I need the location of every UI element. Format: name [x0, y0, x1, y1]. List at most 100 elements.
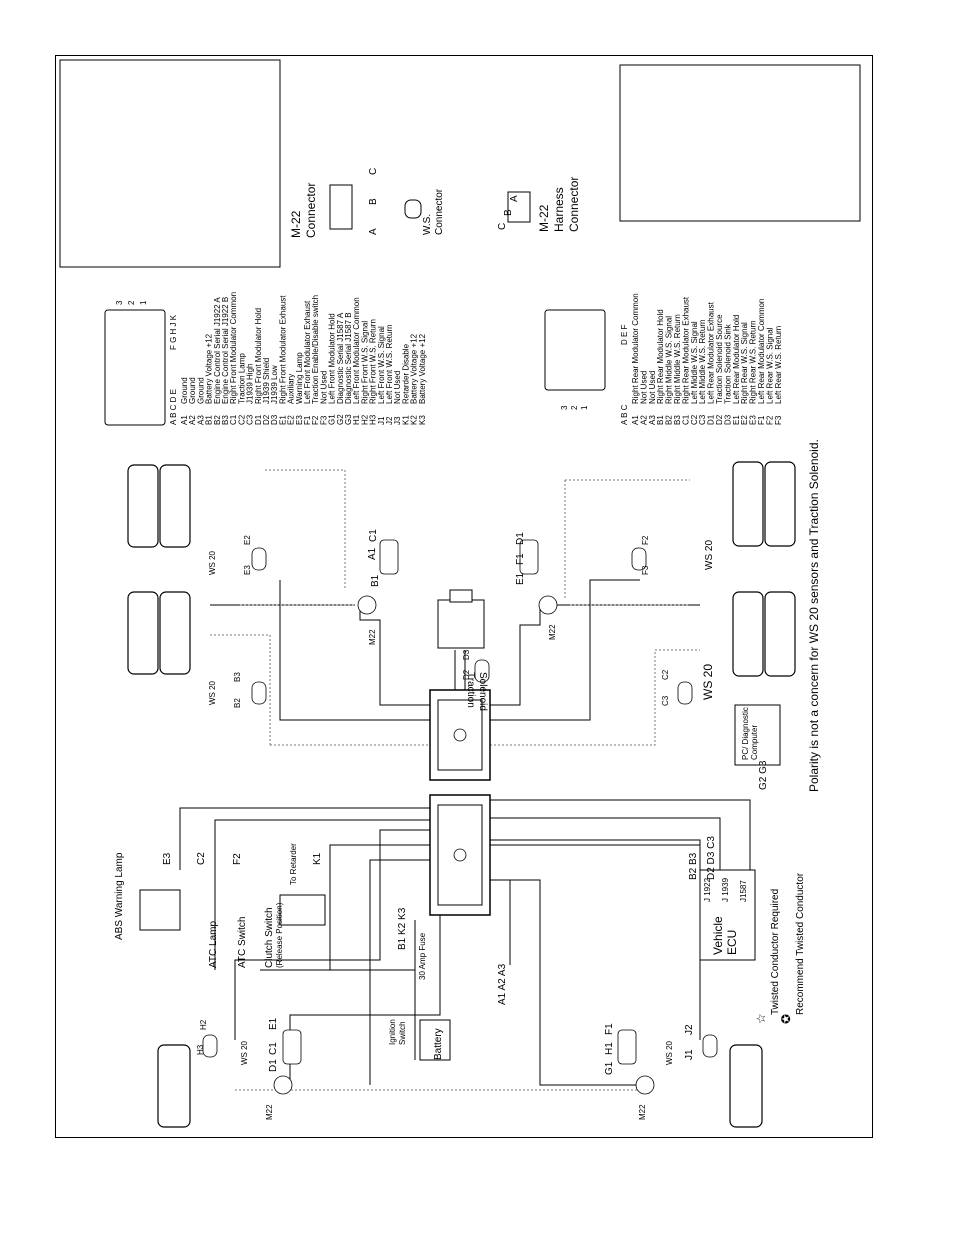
pin-description: Ground [188, 377, 197, 404]
tires [127, 461, 796, 1128]
legend-twisted-recommended: Recommend Twisted Conductor [795, 872, 806, 1015]
pin-description: Warning Lamp [295, 352, 304, 404]
ignition-label: Switch [398, 1021, 407, 1045]
atc-switch-label: ATC Switch [237, 917, 248, 969]
pin-id: B3 [673, 415, 682, 425]
pin-id: D3 [270, 414, 279, 425]
pin-id: E1 [278, 415, 287, 425]
mod-pin: F1 [604, 1023, 615, 1035]
pin-id: G3 [344, 414, 353, 425]
bus-pins: G2 G3 [758, 760, 769, 790]
retarder-label: To Retarder [289, 843, 298, 885]
pin-id: D1 [707, 414, 716, 425]
tire [764, 591, 796, 677]
pin-description: J1939 Low [270, 365, 279, 404]
m22-pin-letter: C [368, 168, 379, 175]
warning-lamp-label: ABS Warning Lamp [114, 852, 125, 940]
pin-id: C1 [229, 414, 238, 425]
pin-id: C3 [246, 414, 255, 425]
pin-description: Right Middle W.S. Return [673, 314, 682, 404]
blank-box-right [619, 64, 861, 222]
sensor-pin: J2 [684, 1024, 695, 1035]
pin-id: A3 [648, 415, 657, 425]
ws-connector-label: W.S. [422, 214, 433, 235]
battery [419, 1019, 451, 1061]
pin-id: E2 [740, 415, 749, 425]
main-connector-face [104, 309, 166, 426]
pin-description: Right Front Modulator Common [229, 292, 238, 404]
harness-pin-letter: B [503, 209, 514, 216]
ws20-label: WS 20 [704, 540, 715, 570]
diagnostic-computer [734, 704, 781, 766]
pin-id: A1 [180, 415, 189, 425]
tire [127, 591, 159, 675]
pin-id: A3 [196, 415, 205, 425]
pin-id: F1 [303, 415, 312, 425]
bus-label: J 1939 [721, 877, 730, 902]
pin-description: Ground [180, 377, 189, 404]
pin-description: Left Front Modulator Hold [328, 313, 337, 404]
pin-id: D3 [723, 414, 732, 425]
col-letters: A B C [620, 404, 629, 425]
sensor-pin: J1 [684, 1049, 695, 1060]
m22-label: M22 [368, 629, 377, 645]
sensor-pin: E3 [243, 565, 252, 575]
pin-id: H3 [369, 414, 378, 425]
pin-description: J1939 High [246, 364, 255, 404]
mod-pin: A1 [367, 547, 378, 560]
pin-description: Left Rear Modulator Exhaust [707, 301, 716, 404]
battery-label: Battery [433, 1028, 444, 1060]
ws-connector-face [404, 199, 422, 219]
pin-description: Left Middle W.S. Signal [690, 321, 699, 404]
pin-id: G1 [328, 414, 337, 425]
pin-description: Battery Voltage +12 [418, 333, 427, 404]
pin-id: C1 [681, 414, 690, 425]
sensor-pin: E2 [243, 535, 252, 545]
diag-label: Computer [750, 725, 759, 760]
sensor-pin: H3 [196, 1044, 205, 1055]
pin-id: A2 [188, 415, 197, 425]
mod-pin: C1 [368, 529, 379, 542]
pin-description: Auxiliary [287, 374, 296, 404]
fuse-label: 30 Amp Fuse [418, 932, 427, 980]
mod-pin: E1 [515, 572, 526, 585]
mod-pin: D1 [515, 532, 526, 545]
pin-description: Right Rear W.S. Signal [740, 322, 749, 404]
mod-pin: E1 [268, 1017, 279, 1030]
row-number: 3 [560, 405, 569, 410]
mod-pin: F1 [515, 553, 526, 565]
tire [729, 1044, 763, 1128]
pin-id: H2 [360, 414, 369, 425]
tire [127, 464, 159, 548]
bus-label: J1587 [739, 880, 748, 902]
mod-pin: D1 [268, 1059, 279, 1072]
diagram-frame [55, 55, 873, 1138]
solenoid-label: Solenoid [477, 672, 488, 711]
pin-description: Left Front Modulator Exhaust [303, 300, 312, 404]
pin-id: F2 [765, 415, 774, 425]
ws20-label: WS 20 [208, 550, 217, 575]
pin-description: Right Rear Modulator Exhaust [681, 296, 690, 404]
pin-id: E3 [295, 415, 304, 425]
pin-id: J2 [385, 416, 394, 425]
m22-pin-letter: A [368, 228, 379, 235]
pin-id: F3 [319, 415, 328, 425]
pin-id: B2 [213, 415, 222, 425]
pin-id: D2 [715, 414, 724, 425]
sensor-pin: B2 [233, 698, 242, 708]
pin-id: K2 [410, 415, 419, 425]
pin-id: C3 [698, 414, 707, 425]
pin-description: Left Front W.S. Return [385, 324, 394, 404]
pin-description: Right Rear W.S. Return [749, 320, 758, 404]
fuse-pins: B1 K2 K3 [397, 907, 408, 950]
pin-id: A2 [639, 415, 648, 425]
pin-id: K3 [418, 415, 427, 425]
m22-pin-letter: B [368, 198, 379, 205]
tire [159, 591, 191, 675]
harness-label: Connector [567, 177, 581, 232]
tire [764, 461, 796, 547]
bus-label: J 1922 [703, 877, 712, 902]
ws20-label: WS 20 [665, 1040, 674, 1065]
vehicle-ecu-label: Vehicle [711, 916, 725, 955]
